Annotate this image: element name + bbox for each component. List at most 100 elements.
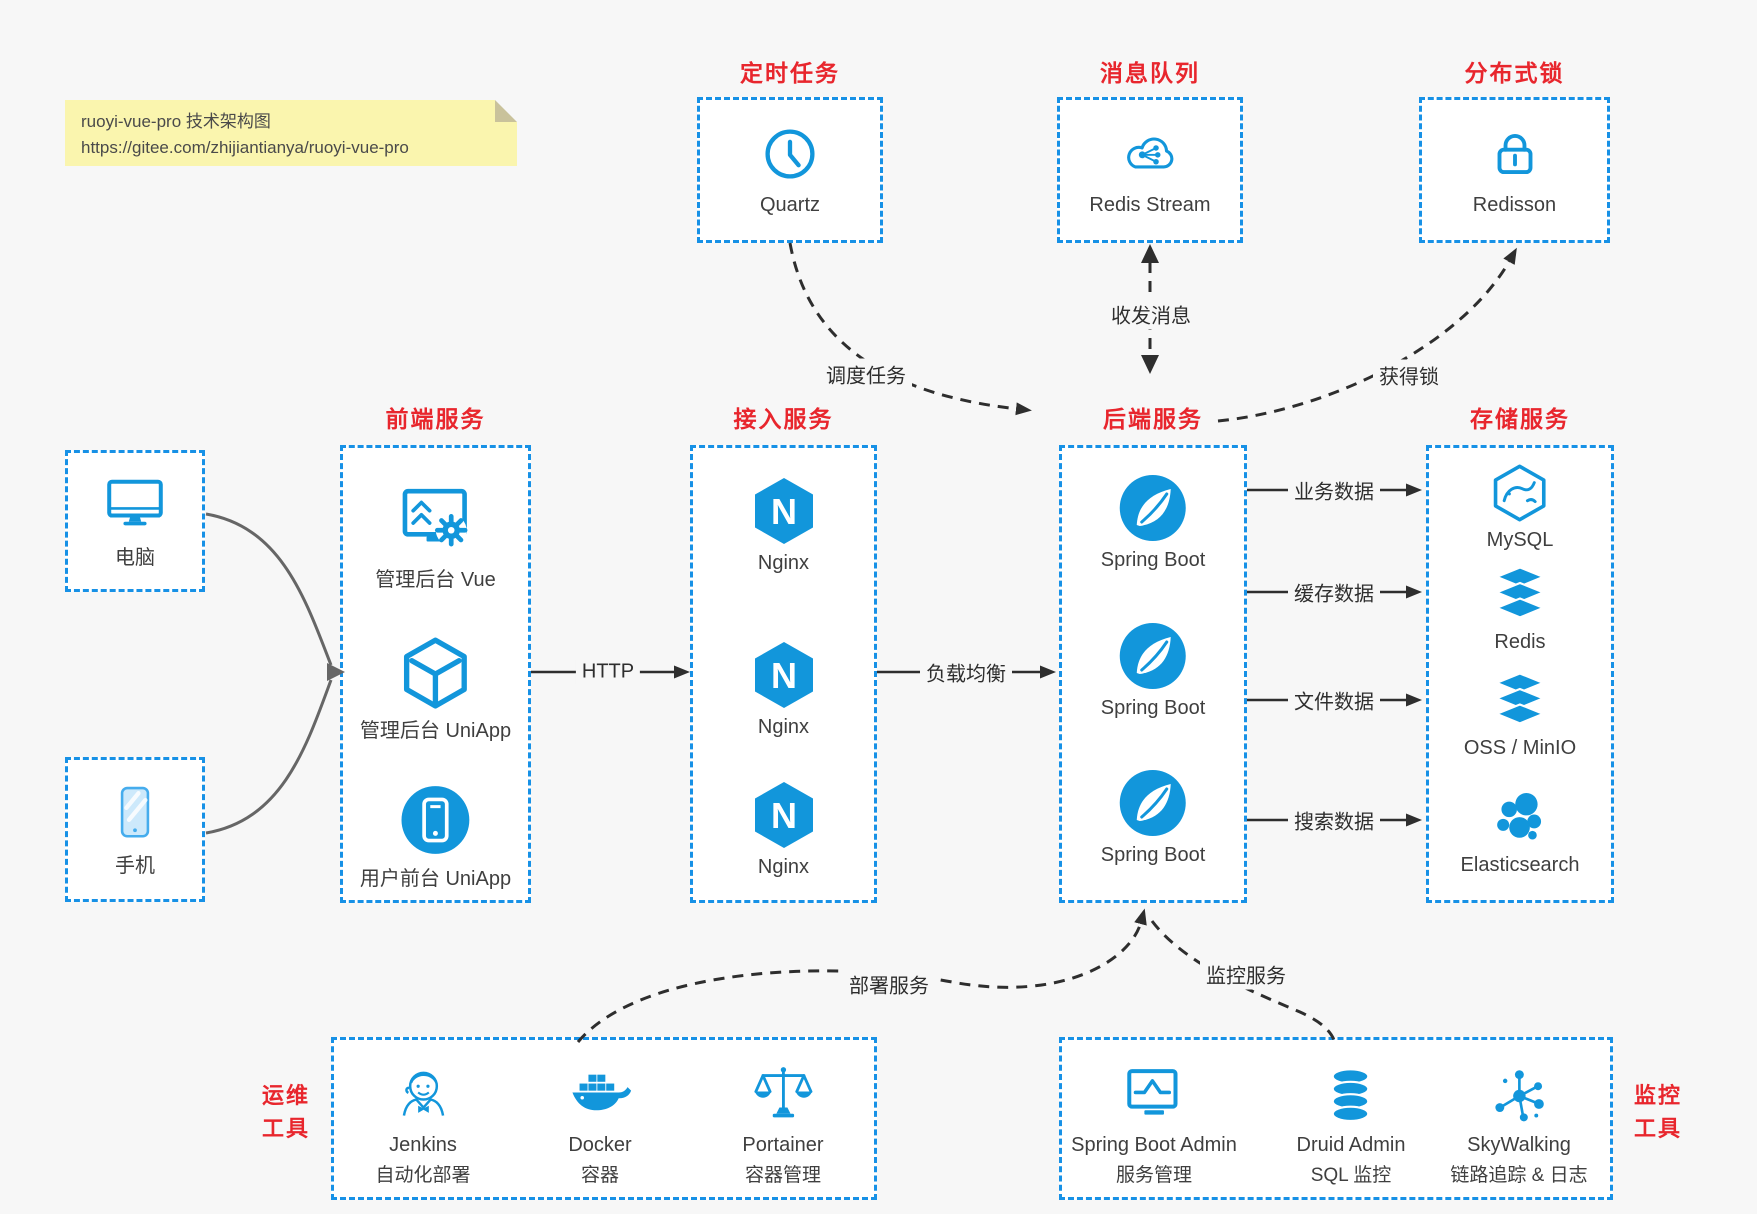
oss-stack-icon bbox=[1489, 670, 1551, 732]
note-title: ruoyi-vue-pro 技术架构图 bbox=[81, 112, 271, 131]
redis-stream-box: Redis Stream bbox=[1057, 97, 1243, 243]
node-label: OSS / MinIO bbox=[1463, 737, 1577, 759]
edge-label-send-receive: 收发消息 bbox=[1105, 298, 1197, 330]
node-label: MySQL bbox=[1486, 529, 1554, 551]
edge-label-schedule-job: 调度任务 bbox=[820, 358, 912, 390]
redis-stack-icon bbox=[1489, 564, 1551, 626]
clock-icon bbox=[759, 123, 821, 185]
edge-label-business-data: 业务数据 bbox=[1288, 474, 1380, 506]
backend-box: Spring Boot Spring Boot Spring Boot bbox=[1059, 445, 1247, 903]
edge-label-load-balance: 负载均衡 bbox=[920, 656, 1012, 688]
mysql-icon bbox=[1489, 462, 1551, 524]
edge-label-deploy: 部署服务 bbox=[843, 968, 935, 1000]
node-label: Elasticsearch bbox=[1460, 854, 1580, 876]
redisson-box: Redisson bbox=[1419, 97, 1610, 243]
title-backend-services: 后端服务 bbox=[1103, 406, 1203, 432]
tool-name: Jenkins bbox=[389, 1134, 457, 1156]
node-label: Spring Boot bbox=[1100, 549, 1206, 571]
title-storage-services: 存储服务 bbox=[1470, 406, 1570, 432]
node-oss-minio: OSS / MinIO bbox=[1464, 670, 1576, 760]
node-springboot-3: Spring Boot bbox=[1100, 767, 1206, 867]
node-admin-uniapp: 管理后台 UniApp bbox=[360, 635, 511, 743]
edge-label-cache-data: 缓存数据 bbox=[1288, 576, 1380, 608]
node-jenkins: Jenkins 自动化部署 bbox=[375, 1064, 471, 1187]
monitoring-tools-box: Spring Boot Admin 服务管理 Druid Admin SQL 监… bbox=[1059, 1037, 1613, 1200]
cube-icon bbox=[399, 635, 473, 709]
node-springboot-1: Spring Boot bbox=[1100, 472, 1206, 572]
node-user-uniapp: 用户前台 UniApp bbox=[360, 783, 511, 891]
node-label: Redis Stream bbox=[1089, 194, 1211, 216]
node-nginx-1: Nginx bbox=[748, 475, 820, 575]
lock-icon bbox=[1484, 123, 1546, 185]
edge-acquire-lock bbox=[1217, 247, 1517, 423]
arrowhead-message-down bbox=[1141, 355, 1159, 374]
node-elasticsearch: Elasticsearch bbox=[1460, 787, 1580, 877]
nginx-icon bbox=[748, 639, 820, 711]
tool-desc: 服务管理 bbox=[1115, 1165, 1192, 1186]
node-springboot-admin: Spring Boot Admin 服务管理 bbox=[1071, 1064, 1237, 1187]
springboot-icon bbox=[1117, 620, 1189, 692]
node-label: 用户前台 UniApp bbox=[359, 868, 512, 890]
title-line: 工具 bbox=[261, 1116, 310, 1141]
arrowhead-message-up bbox=[1141, 244, 1159, 263]
node-label: 管理后台 Vue bbox=[375, 569, 496, 591]
node-admin-vue: 管理后台 Vue bbox=[375, 484, 496, 592]
node-nginx-3: Nginx bbox=[748, 779, 820, 879]
tool-desc: 容器 bbox=[580, 1165, 619, 1186]
node-portainer: Portainer 容器管理 bbox=[742, 1064, 824, 1187]
edge-label-http: HTTP bbox=[575, 659, 641, 685]
tool-name: SkyWalking bbox=[1467, 1134, 1571, 1156]
node-druid-admin: Druid Admin SQL 监控 bbox=[1296, 1064, 1406, 1187]
node-nginx-2: Nginx bbox=[748, 639, 820, 739]
tool-name: Druid Admin bbox=[1296, 1134, 1406, 1156]
node-label: 管理后台 UniApp bbox=[359, 720, 512, 742]
note-url: https://gitee.com/zhijiantianya/ruoyi-vu… bbox=[81, 138, 409, 158]
title-line: 工具 bbox=[1633, 1116, 1682, 1141]
node-label: Spring Boot bbox=[1100, 697, 1206, 719]
title-line: 监控 bbox=[1633, 1083, 1682, 1108]
node-label: Redisson bbox=[1472, 194, 1557, 216]
storage-box: MySQL Redis OSS / MinIO Elasticsearch bbox=[1426, 445, 1614, 903]
edge-label-monitor: 监控服务 bbox=[1200, 958, 1292, 990]
tool-desc: 容器管理 bbox=[744, 1165, 821, 1186]
title-monitoring-tools: 监控 工具 bbox=[1620, 1079, 1696, 1145]
title-line: 运维 bbox=[261, 1083, 310, 1108]
edge-label-search-data: 搜索数据 bbox=[1288, 804, 1380, 836]
node-mysql: MySQL bbox=[1486, 462, 1554, 552]
tool-name: Spring Boot Admin bbox=[1071, 1134, 1237, 1156]
node-label: Nginx bbox=[757, 716, 810, 738]
user-app-icon bbox=[399, 783, 473, 857]
gateway-box: Nginx Nginx Nginx bbox=[690, 445, 877, 903]
springboot-icon bbox=[1117, 472, 1189, 544]
node-docker: Docker 容器 bbox=[568, 1064, 632, 1187]
node-redis: Redis bbox=[1489, 564, 1551, 654]
node-springboot-2: Spring Boot bbox=[1100, 620, 1206, 720]
admin-vue-icon bbox=[399, 484, 473, 558]
elasticsearch-icon bbox=[1489, 787, 1551, 849]
node-label: 电脑 bbox=[115, 547, 155, 569]
node-label: Redis bbox=[1494, 631, 1546, 653]
node-label: Nginx bbox=[757, 552, 810, 574]
sticky-note: ruoyi-vue-pro 技术架构图 https://gitee.com/zh… bbox=[65, 100, 517, 166]
title-distributed-lock: 分布式锁 bbox=[1464, 60, 1565, 86]
jenkins-icon bbox=[391, 1064, 455, 1128]
tool-name: Docker bbox=[568, 1134, 632, 1156]
node-label: Nginx bbox=[757, 856, 810, 878]
edge-mobile-to-frontend bbox=[205, 679, 333, 835]
tool-name: Portainer bbox=[742, 1134, 824, 1156]
springboot-admin-icon bbox=[1122, 1064, 1186, 1128]
title-frontend-services: 前端服务 bbox=[385, 406, 486, 432]
druid-icon bbox=[1319, 1064, 1383, 1128]
mobile-icon bbox=[104, 782, 166, 844]
node-label: Spring Boot bbox=[1100, 844, 1206, 866]
desktop-icon bbox=[103, 472, 167, 536]
tool-desc: 自动化部署 bbox=[375, 1165, 471, 1186]
edge-label-file-data: 文件数据 bbox=[1288, 684, 1380, 716]
desktop-client-box: 电脑 bbox=[65, 450, 205, 592]
node-label: 手机 bbox=[115, 854, 155, 877]
title-message-queue: 消息队列 bbox=[1100, 60, 1200, 86]
skywalking-icon bbox=[1487, 1064, 1551, 1128]
node-label: Quartz bbox=[759, 194, 821, 216]
nginx-icon bbox=[748, 779, 820, 851]
node-skywalking: SkyWalking 链路追踪 & 日志 bbox=[1450, 1064, 1588, 1187]
